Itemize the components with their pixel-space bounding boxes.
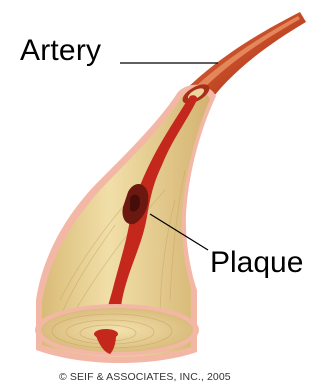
copyright-notice: © SEIF & ASSOCIATES, INC., 2005 — [59, 372, 231, 383]
vessel-cut-end-plaque — [41, 308, 193, 352]
artery-label: Artery — [20, 36, 101, 66]
plaque-label: Plaque — [210, 248, 303, 278]
